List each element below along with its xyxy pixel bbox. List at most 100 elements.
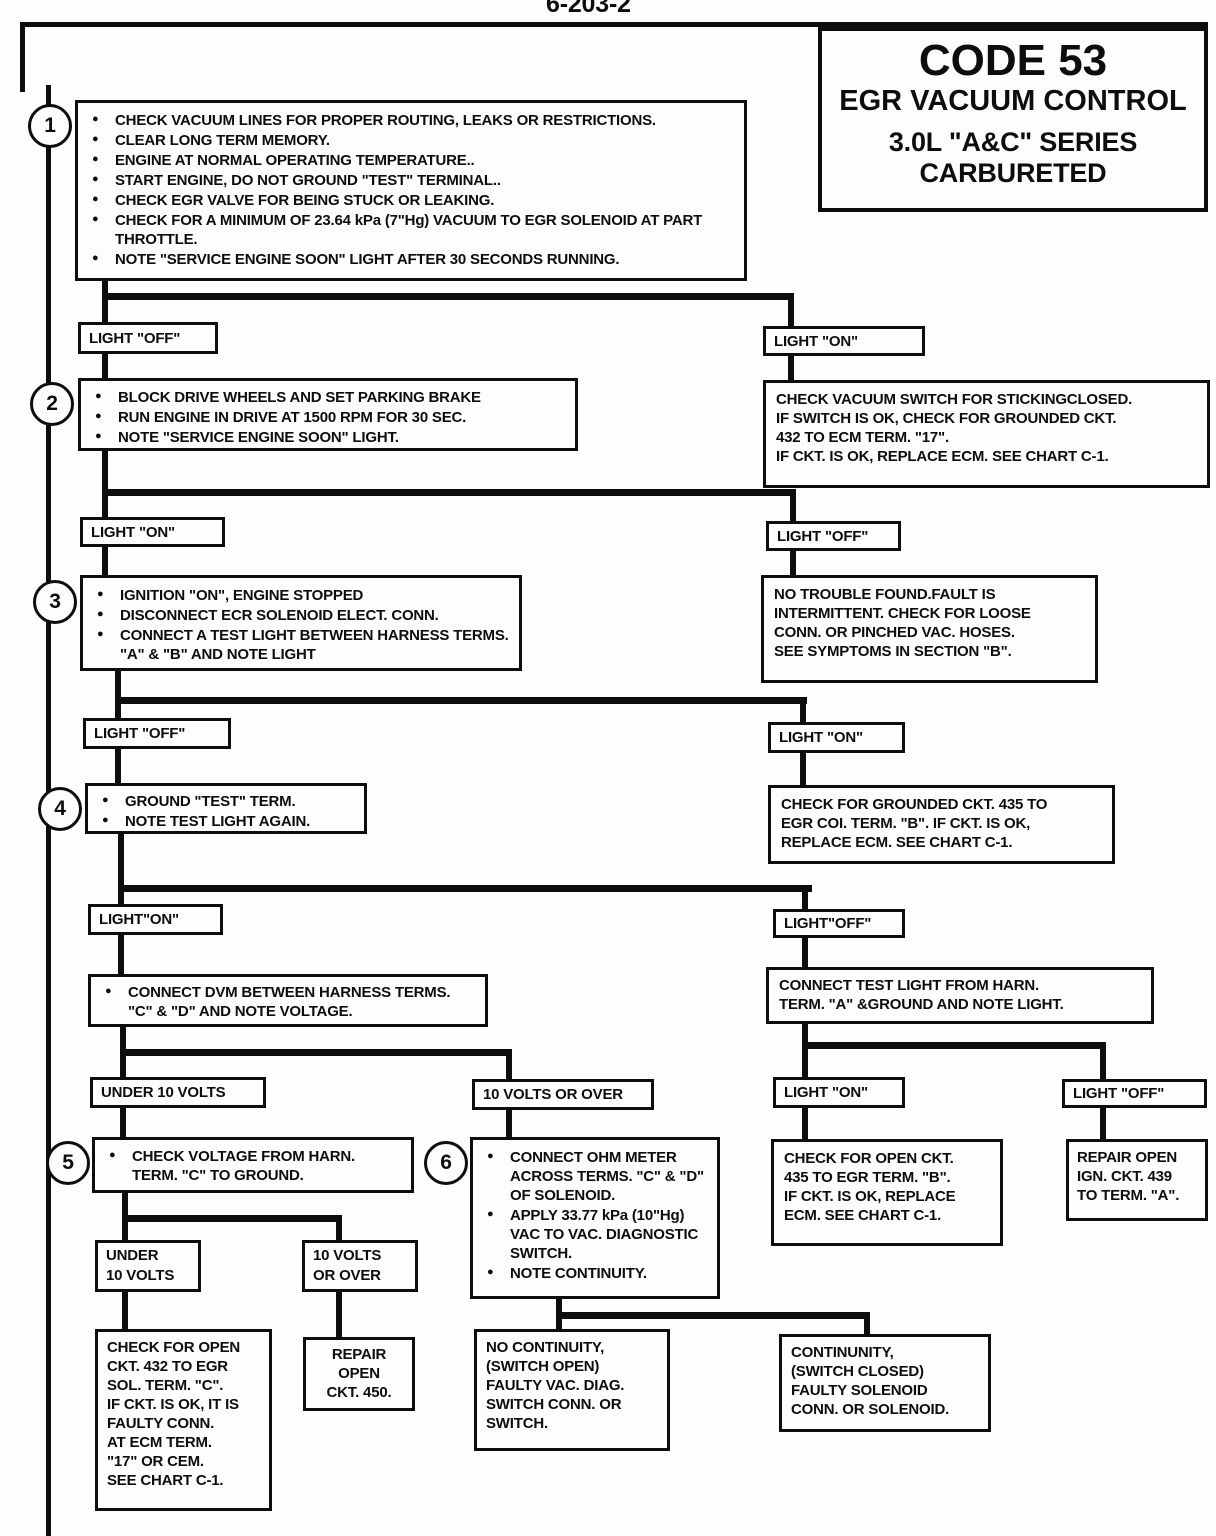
branch5-light-off-label: LIGHT "OFF": [1062, 1079, 1207, 1108]
result-no-trouble-box: NO TROUBLE FOUND.FAULT IS INTERMITTENT. …: [761, 575, 1098, 683]
connector: [122, 1215, 342, 1222]
connector: [1100, 1042, 1106, 1082]
result-grounded-435-box: CHECK FOR GROUNDED CKT. 435 TO EGR COI. …: [768, 785, 1115, 864]
result-open-432-box: CHECK FOR OPEN CKT. 432 TO EGR SOL. TERM…: [95, 1329, 272, 1511]
step4-number: 4: [38, 787, 82, 831]
connect-test-light-box: CONNECT TEST LIGHT FROM HARN. TERM. "A" …: [766, 967, 1154, 1024]
step2-number: 2: [30, 382, 74, 426]
connector: [802, 1042, 1106, 1049]
step1-bullet: CHECK EGR VALVE FOR BEING STUCK OR LEAKI…: [88, 191, 734, 210]
connector: [790, 549, 796, 577]
result-line: IF CKT. IS OK, IT IS: [107, 1396, 239, 1414]
result-line: AT ECM TERM.: [107, 1434, 212, 1452]
result-repair-439-box: REPAIR OPEN IGN. CKT. 439 TO TERM. "A".: [1066, 1139, 1208, 1221]
connector: [115, 697, 807, 704]
branch5-10-volts-or-over-label: 10 VOLTS OR OVER: [472, 1079, 654, 1110]
dvm-box: CONNECT DVM BETWEEN HARNESS TERMS. "C" &…: [88, 974, 488, 1027]
dvm-bullets: CONNECT DVM BETWEEN HARNESS TERMS. "C" &…: [101, 983, 475, 1021]
title-code: CODE 53: [918, 36, 1108, 85]
step6-bullet: CONNECT OHM METER ACROSS TERMS. "C" & "D…: [483, 1148, 707, 1205]
step3-number: 3: [33, 580, 77, 624]
step3-bullets: IGNITION "ON", ENGINE STOPPED DISCONNECT…: [93, 586, 509, 664]
branch6-10-volts-or-over-label: 10 VOLTS OR OVER: [302, 1240, 418, 1292]
branch3-light-on-label: LIGHT "ON": [768, 722, 905, 753]
result-line: CKT. 432 TO EGR: [107, 1358, 228, 1376]
step1-bullet: CLEAR LONG TERM MEMORY.: [88, 131, 734, 150]
result-line: SOL. TERM. "C".: [107, 1377, 224, 1395]
connector: [120, 1049, 512, 1056]
step2-bullet: RUN ENGINE IN DRIVE AT 1500 RPM FOR 30 S…: [91, 408, 565, 427]
title-block: CODE 53 EGR VACUUM CONTROL 3.0L "A&C" SE…: [818, 27, 1208, 212]
label-line: UNDER: [106, 1247, 159, 1264]
result-line: 435 TO EGR TERM. "B".: [784, 1169, 951, 1187]
result-line: (SWITCH CLOSED): [791, 1363, 924, 1381]
result-line: OPEN: [338, 1365, 380, 1383]
result-line: CONTINUNITY,: [791, 1344, 894, 1361]
connector: [122, 1290, 128, 1331]
connector: [506, 1049, 512, 1082]
connector: [802, 936, 808, 969]
result-open-435-box: CHECK FOR OPEN CKT. 435 TO EGR TERM. "B"…: [771, 1139, 1003, 1246]
result-line: NO TROUBLE FOUND.FAULT IS: [774, 586, 996, 603]
branch1-light-off-label: LIGHT "OFF": [78, 322, 218, 354]
step2-box: BLOCK DRIVE WHEELS AND SET PARKING BRAKE…: [78, 378, 578, 451]
result-line: ECM. SEE CHART C-1.: [784, 1207, 942, 1225]
step1-number: 1: [28, 104, 72, 148]
title-engine: 3.0L "A&C" SERIES: [888, 126, 1138, 157]
branch3-light-off-label: LIGHT "OFF": [83, 718, 231, 749]
result-no-continuity-box: NO CONTINUITY, (SWITCH OPEN) FAULTY VAC.…: [474, 1329, 670, 1451]
result-line: SEE CHART C-1.: [107, 1472, 224, 1490]
result-line: IF SWITCH IS OK, CHECK FOR GROUNDED CKT.: [776, 410, 1117, 428]
result-line: CONN. OR PINCHED VAC. HOSES.: [774, 624, 1015, 642]
step1-bullet: ENGINE AT NORMAL OPERATING TEMPERATURE..: [88, 151, 734, 170]
result-line: SWITCH CONN. OR: [486, 1396, 622, 1414]
step5-bullets: CHECK VOLTAGE FROM HARN. TERM. "C" TO GR…: [105, 1147, 401, 1185]
result-line: IGN. CKT. 439: [1077, 1168, 1172, 1186]
connector: [788, 354, 794, 382]
result-repair-450-box: REPAIR OPEN CKT. 450.: [303, 1337, 415, 1411]
connector: [788, 293, 794, 331]
step3-bullet: IGNITION "ON", ENGINE STOPPED: [93, 586, 509, 605]
result-continuity-box: CONTINUNITY, (SWITCH CLOSED) FAULTY SOLE…: [779, 1334, 991, 1432]
connector: [556, 1312, 870, 1319]
step2-bullets: BLOCK DRIVE WHEELS AND SET PARKING BRAKE…: [91, 388, 565, 447]
step3-bullet: DISCONNECT ECR SOLENOID ELECT. CONN.: [93, 606, 509, 625]
connector: [864, 1312, 870, 1336]
step1-bullet: CHECK VACUUM LINES FOR PROPER ROUTING, L…: [88, 111, 734, 130]
label-line: OR OVER: [313, 1267, 381, 1285]
result-line: CHECK VACUUM SWITCH FOR STICKINGCLOSED.: [776, 391, 1133, 408]
step2-bullet: NOTE "SERVICE ENGINE SOON" LIGHT.: [91, 428, 565, 447]
step4-box: GROUND "TEST" TERM. NOTE TEST LIGHT AGAI…: [85, 783, 367, 834]
step5-box: CHECK VOLTAGE FROM HARN. TERM. "C" TO GR…: [92, 1137, 414, 1193]
step5-bullet: CHECK VOLTAGE FROM HARN. TERM. "C" TO GR…: [105, 1147, 401, 1185]
connector: [802, 885, 808, 912]
result-line: SWITCH.: [486, 1415, 548, 1433]
branch5-under-10-volts-label: UNDER 10 VOLTS: [90, 1077, 266, 1108]
branch2-light-off-label: LIGHT "OFF": [766, 521, 901, 551]
result-line: REPAIR: [331, 1346, 387, 1363]
result-vacuum-switch-box: CHECK VACUUM SWITCH FOR STICKINGCLOSED. …: [763, 380, 1210, 488]
result-line: CHECK FOR GROUNDED CKT. 435 TO: [781, 796, 1048, 813]
branch4-light-off-label: LIGHT"OFF": [773, 909, 905, 938]
step6-bullets: CONNECT OHM METER ACROSS TERMS. "C" & "D…: [483, 1148, 707, 1283]
branch6-under-10-volts-label: UNDER 10 VOLTS: [95, 1240, 201, 1292]
result-line: (SWITCH OPEN): [486, 1358, 600, 1376]
result-line: REPLACE ECM. SEE CHART C-1.: [781, 834, 1013, 852]
title-fuel: CARBURETED: [919, 158, 1107, 189]
branch4-light-on-label: LIGHT"ON": [88, 904, 223, 935]
step4-bullet: GROUND "TEST" TERM.: [98, 792, 354, 811]
result-line: REPAIR OPEN: [1077, 1149, 1178, 1166]
result-line: FAULTY SOLENOID: [791, 1382, 928, 1400]
result-line: FAULTY VAC. DIAG.: [486, 1377, 625, 1395]
connector: [102, 293, 794, 300]
step3-box: IGNITION "ON", ENGINE STOPPED DISCONNECT…: [80, 575, 522, 671]
connector: [102, 449, 108, 577]
result-line: 432 TO ECM TERM. "17".: [776, 429, 949, 447]
step2-bullet: BLOCK DRIVE WHEELS AND SET PARKING BRAKE: [91, 388, 565, 407]
branch1-light-on-label: LIGHT "ON": [763, 326, 925, 356]
result-line: TO TERM. "A".: [1077, 1187, 1180, 1205]
result-line: TERM. "A" &GROUND AND NOTE LIGHT.: [779, 996, 1064, 1014]
connector: [118, 885, 812, 892]
step6-bullet: APPLY 33.77 kPa (10"Hg) VAC TO VAC. DIAG…: [483, 1206, 707, 1263]
result-line: IF CKT. IS OK, REPLACE: [784, 1188, 956, 1206]
